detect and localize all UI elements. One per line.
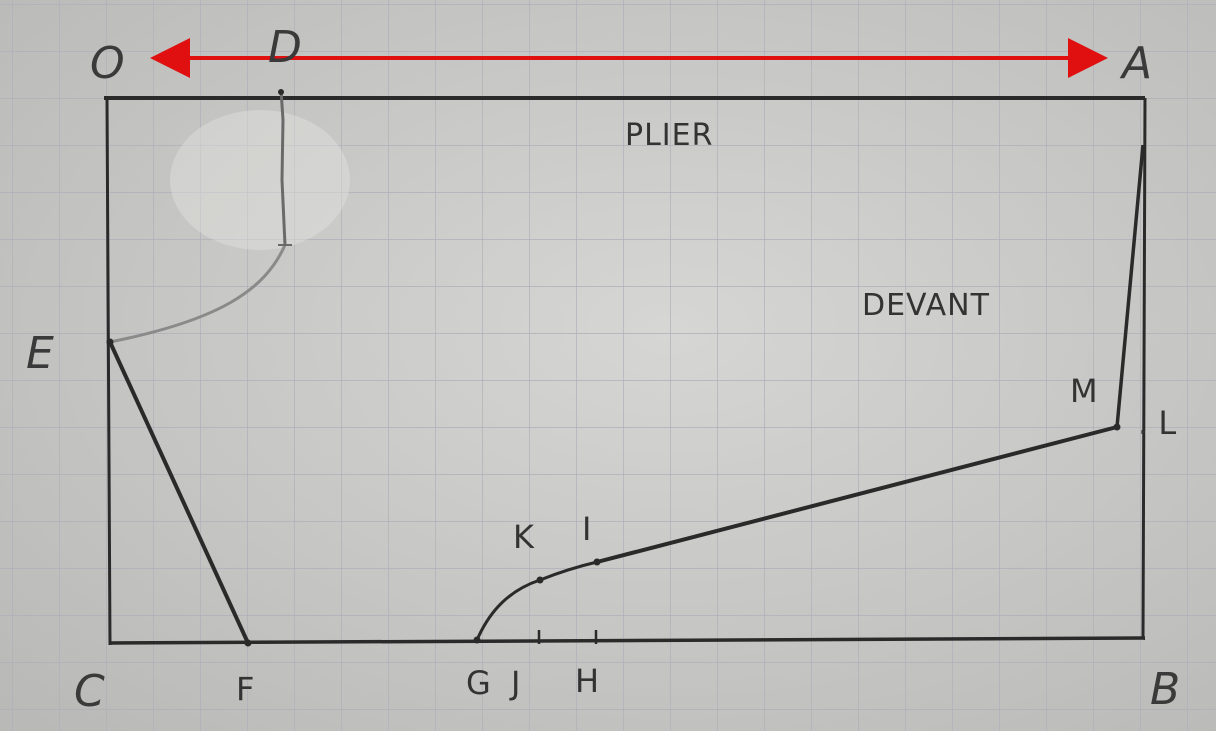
label-i: I [582,510,591,548]
point-k [536,576,544,584]
line-i-m [596,425,1118,564]
point-m [1113,423,1121,431]
right-edge [1141,97,1147,639]
label-k: K [513,518,535,556]
label-l: . L [1138,404,1176,442]
label-c: C [74,666,105,717]
point-f [244,639,252,647]
point-g [473,636,481,644]
point-d [278,89,284,95]
label-b: B [1150,664,1180,715]
label-j: J [509,664,520,702]
point-i [593,558,601,566]
label-h: H [575,662,599,700]
neckline-vertical [279,89,287,246]
label-a: A [1119,38,1152,89]
label-f: F [236,670,254,708]
bottom-edge [109,636,1146,645]
label-d: D [268,22,302,73]
paper-highlight [170,110,350,250]
label-e: E [26,328,54,379]
left-edge [105,97,112,646]
label-o: O [90,38,125,89]
label-fold: PLIER [625,118,713,153]
point-e [106,338,114,346]
label-g: G [466,664,491,702]
label-front: DEVANT [862,288,990,323]
label-m: M [1070,372,1098,410]
line-e-f [108,341,250,644]
line-m-a [1115,144,1145,428]
neckline-curve [109,244,287,344]
